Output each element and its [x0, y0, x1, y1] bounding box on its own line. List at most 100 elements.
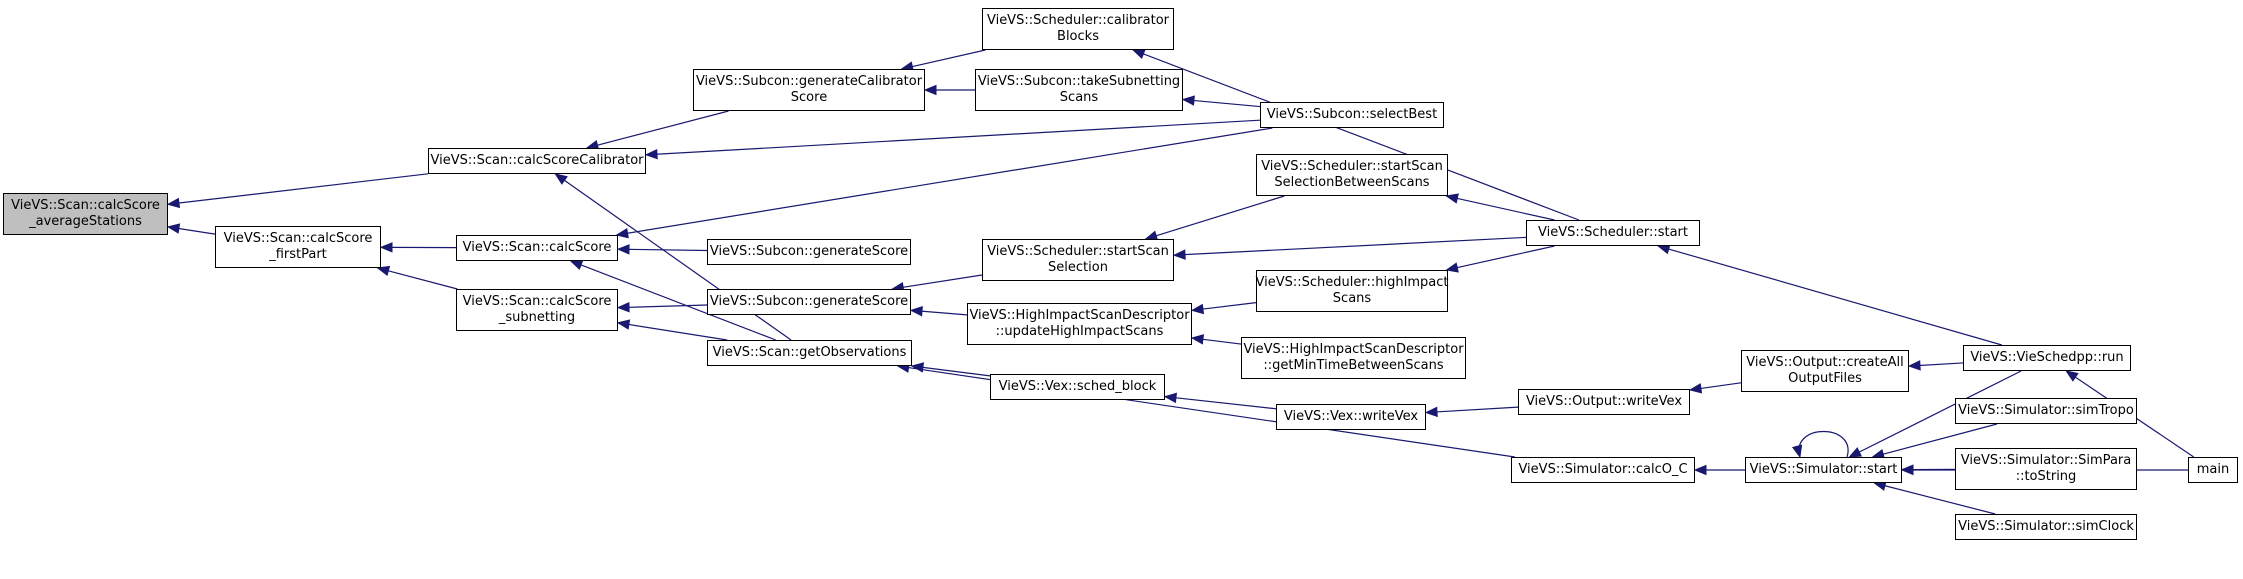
node-label-line: VieVS::Scan::calcScore: [223, 231, 373, 246]
call-edge-self: [1798, 430, 1849, 458]
node-label-line: Blocks: [1057, 29, 1099, 44]
node-label-line: VieVS::Scan::calcScore: [462, 294, 612, 309]
node-vievs-subcon-selectbest[interactable]: VieVS::Subcon::selectBest: [1260, 102, 1444, 128]
call-edge-clock-to-simst: [1883, 484, 1996, 515]
edge-arrowhead: [1688, 383, 1703, 394]
node-vievs-scan-calcscore-firstpart[interactable]: VieVS::Scan::calcScore_firstPart: [215, 226, 381, 268]
node-label-line: VieVS::HighImpactScanDescriptor: [969, 308, 1190, 323]
node-label-line: VieVS::Subcon::selectBest: [1266, 107, 1438, 122]
call-edge-gs2-to-sub: [627, 304, 708, 308]
edge-arrowhead: [1900, 464, 1914, 476]
call-edge-gmt-to-uhi: [1201, 338, 1242, 345]
node-label-line: _firstPart: [269, 247, 327, 262]
call-edge-sub-to-fp: [387, 269, 458, 290]
node-label-line: Selection: [1048, 260, 1108, 275]
call-edge-best-to-tss: [1192, 99, 1261, 108]
node-label-line: Scans: [1332, 291, 1372, 306]
node-label-line: VieVS::Vex::writeVex: [1283, 409, 1419, 424]
node-vievs-simulator-simclock[interactable]: VieVS::Simulator::simClock: [1955, 514, 2137, 540]
edge-arrowhead: [376, 265, 391, 277]
node-label-line: VieVS::Subcon::generateScore: [709, 294, 909, 309]
node-label-line: ::updateHighImpactScans: [995, 324, 1164, 339]
node-label-line: VieVS::Simulator::simClock: [1958, 519, 2134, 534]
node-label-line: _averageStations: [29, 214, 142, 229]
node-label-line: VieVS::Scheduler::start: [1537, 225, 1688, 240]
node-label-line: VieVS::Scan::calcScoreCalibrator: [430, 153, 644, 168]
edge-arrowhead: [616, 302, 630, 313]
node-label-line: VieVS::Subcon::takeSubnetting: [977, 74, 1181, 89]
edge-arrowhead: [379, 242, 393, 253]
call-edge-best-to-cs: [626, 127, 1273, 234]
call-edge-run-to-coof: [1918, 362, 1964, 367]
call-edge-run-to-simst: [1858, 370, 2022, 454]
node-label-line: VieVS::Simulator::calcO_C: [1518, 462, 1688, 477]
node-vievs-simulator-simpara-tostring[interactable]: VieVS::Simulator::SimPara::toString: [1955, 448, 2137, 490]
node-label-line: VieVS::Scan::calcScore: [462, 240, 612, 255]
node-vievs-vieschedpp-run[interactable]: VieVS::VieSchedpp::run: [1963, 345, 2131, 371]
node-label-line: VieVS::Subcon::generateScore: [709, 244, 909, 259]
node-label-line: VieVS::Scan::getObservations: [712, 345, 907, 360]
node-vievs-vex-writevex[interactable]: VieVS::Vex::writeVex: [1276, 404, 1426, 430]
node-vievs-simulator-start[interactable]: VieVS::Simulator::start: [1745, 457, 1902, 483]
call-edge-start-to-shi: [1456, 245, 1555, 269]
edge-arrowhead: [1445, 193, 1459, 204]
node-label-line: VieVS::HighImpactScanDescriptor: [1243, 342, 1464, 357]
edge-arrowhead: [1791, 444, 1803, 459]
call-edge-ssbs-to-ssel: [1155, 195, 1285, 237]
node-vievs-output-writevex[interactable]: VieVS::Output::writeVex: [1518, 389, 1690, 415]
edge-arrowhead: [923, 84, 937, 96]
edge-arrowhead: [909, 306, 923, 317]
node-vievs-simulator-calco-c[interactable]: VieVS::Simulator::calcO_C: [1511, 457, 1695, 483]
node-label-line: OutputFiles: [1788, 371, 1862, 386]
node-label-line: ::getMinTimeBetweenScans: [1263, 358, 1444, 373]
edge-arrowhead: [1181, 95, 1195, 106]
edge-arrowhead: [1172, 249, 1186, 260]
node-vievs-scan-getobservations[interactable]: VieVS::Scan::getObservations: [707, 340, 912, 366]
node-vievs-vex-sched-block[interactable]: VieVS::Vex::sched_block: [990, 374, 1165, 400]
call-edge-start-to-scb: [1142, 53, 1580, 221]
node-label-line: VieVS::Subcon::generateCalibrator: [695, 74, 923, 89]
node-label-line: SelectionBetweenScans: [1274, 175, 1430, 190]
edge-arrowhead: [2065, 370, 2079, 382]
node-vievs-scan-calcscore-averagestations: VieVS::Scan::calcScore_averageStations: [3, 193, 168, 235]
node-vievs-scheduler-start[interactable]: VieVS::Scheduler::start: [1526, 220, 1700, 246]
node-label-line: VieVS::Output::writeVex: [1525, 394, 1683, 409]
node-vievs-scan-calcscore-subnetting[interactable]: VieVS::Scan::calcScore_subnetting: [456, 289, 618, 331]
node-vievs-highimpactscandescriptor-updatehighimpactscans[interactable]: VieVS::HighImpactScanDescriptor::updateH…: [967, 303, 1192, 345]
node-label-line: VieVS::Simulator::simTropo: [1958, 403, 2134, 418]
call-edge-coof-to-owvex: [1699, 382, 1742, 390]
call-edge-wvex-to-sb: [1174, 397, 1277, 410]
node-vievs-simulator-simtropo[interactable]: VieVS::Simulator::simTropo: [1955, 398, 2137, 424]
edge-arrowhead: [569, 260, 584, 271]
node-vievs-scan-calcscorecalibrator[interactable]: VieVS::Scan::calcScoreCalibrator: [428, 148, 646, 174]
node-vievs-subcon-generatescore[interactable]: VieVS::Subcon::generateScore: [707, 289, 911, 315]
node-label-line: main: [2196, 462, 2230, 477]
node-label-line: VieVS::Scan::calcScore: [11, 198, 160, 213]
edge-arrowhead: [1131, 49, 1146, 59]
node-vievs-highimpactscandescriptor-getmintimebetweenscans[interactable]: VieVS::HighImpactScanDescriptor::getMinT…: [1241, 337, 1466, 379]
call-edge-sb-to-go: [921, 366, 991, 377]
node-label-line: VieVS::Scheduler::startScan: [987, 244, 1169, 259]
call-edge-scb-to-gcs: [911, 49, 986, 68]
node-main[interactable]: main: [2188, 457, 2238, 483]
node-label-line: VieVS::Scheduler::highImpact: [1255, 275, 1449, 290]
edge-arrowhead: [1693, 464, 1707, 476]
call-edge-best-to-cal: [655, 119, 1261, 155]
edge-arrowhead: [554, 173, 568, 185]
edge-arrowhead: [166, 197, 181, 209]
node-vievs-subcon-generatescore[interactable]: VieVS::Subcon::generateScore: [707, 239, 911, 265]
call-edge-uhi-to-gs2: [920, 310, 968, 316]
node-vievs-scan-calcscore[interactable]: VieVS::Scan::calcScore: [456, 235, 618, 261]
call-edge-fp-to-avg: [177, 227, 216, 235]
node-label-line: ::toString: [2015, 469, 2077, 484]
call-edge-shi-to-uhi: [1201, 302, 1257, 310]
call-edge-cal-to-avg: [177, 173, 429, 204]
